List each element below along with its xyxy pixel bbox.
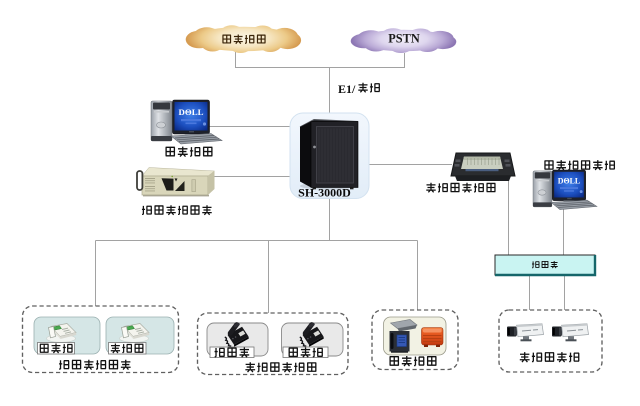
svg-text:SH-3000D: SH-3000D — [298, 186, 351, 200]
svg-text:E1/: E1/ — [338, 82, 356, 96]
svg-text:PSTN: PSTN — [388, 32, 420, 46]
